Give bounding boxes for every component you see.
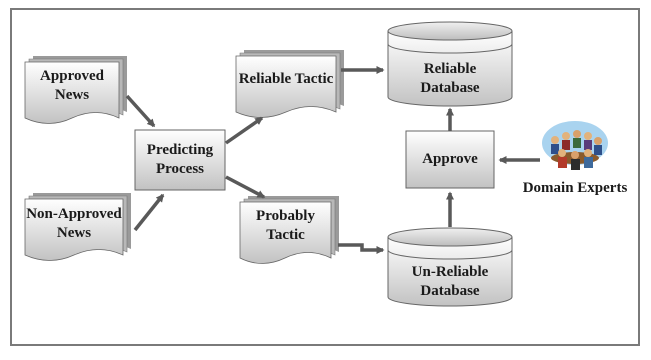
unreliable-database-line2: Database: [420, 283, 480, 299]
predicting-process-line2: Process: [155, 161, 205, 177]
reliable-database-line2: Database: [420, 80, 480, 96]
approved-news-label: Approved News: [25, 67, 119, 105]
approved-news-line2: News: [54, 87, 90, 103]
arrow-process-to-reliable-tactic: [225, 116, 264, 145]
reliable-database-cylinder: [387, 21, 513, 107]
approve-label: Approve: [422, 151, 478, 167]
arrow-approved-to-process: [125, 94, 156, 128]
arrow-probably-tactic-to-unreliable-db: [338, 243, 385, 254]
arrow-nonapproved-to-process: [133, 193, 165, 232]
probably-tactic-label: Probably Tactic: [240, 207, 331, 245]
domain-experts-label: Domain Experts: [522, 180, 628, 196]
predicting-process-line1: Predicting: [146, 142, 214, 158]
predicting-process-label: Predicting Process: [135, 141, 225, 179]
non-approved-news-line1: Non-Approved: [26, 206, 122, 222]
probably-tactic-document: [239, 196, 339, 264]
probably-tactic-line1: Probably: [256, 208, 315, 224]
non-approved-news-label: Non-Approved News: [23, 205, 125, 243]
unreliable-database-label: Un-Reliable Database: [388, 263, 512, 301]
reliable-tactic-label: Reliable Tactic: [238, 71, 334, 87]
non-approved-news-line2: News: [56, 225, 92, 241]
approve-box: [405, 130, 495, 189]
approved-news-document: [24, 56, 127, 124]
non-approved-news-document: [24, 193, 131, 261]
reliable-tactic-document: [235, 50, 344, 118]
reliable-database-line1: Reliable: [423, 61, 477, 77]
probably-tactic-line2: Tactic: [266, 227, 305, 243]
unreliable-database-line1: Un-Reliable: [411, 264, 489, 280]
domain-experts-icon: [542, 121, 608, 170]
arrow-process-to-probably-tactic: [225, 175, 266, 199]
reliable-database-label: Reliable Database: [388, 60, 512, 98]
arrows: [125, 66, 540, 254]
unreliable-database-cylinder: [387, 227, 513, 307]
predicting-process-box: [134, 129, 226, 191]
approved-news-line1: Approved: [40, 68, 104, 84]
